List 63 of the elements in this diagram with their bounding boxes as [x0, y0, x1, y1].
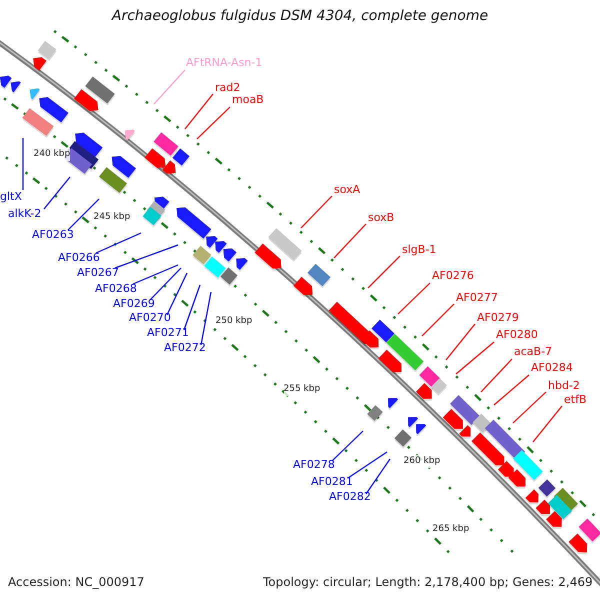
leader-line [44, 176, 70, 210]
gene-label: gltX [0, 190, 22, 203]
gene-label: acaB-7 [514, 345, 552, 358]
leader-line [184, 94, 214, 130]
leader-line [196, 106, 230, 140]
gene-label: AF0281 [311, 475, 353, 488]
leader-line [334, 224, 366, 258]
gene-label: AF0271 [147, 326, 189, 339]
leader-line [332, 430, 364, 462]
gene-label: slgB-1 [402, 243, 436, 256]
scale-label: 255 kbp [284, 383, 320, 396]
leader-line [132, 264, 178, 285]
gene-label: AF0278 [293, 458, 335, 471]
leader-line [114, 244, 178, 269]
leader-line [348, 452, 388, 478]
accession-text: Accession: NC_000917 [8, 576, 144, 589]
gene-label: AF0282 [329, 490, 371, 503]
leader-line [398, 282, 430, 314]
gene-label: AF0267 [77, 266, 119, 279]
scale-label: 245 kbp [94, 211, 130, 224]
leader-line [150, 268, 182, 300]
gene-label: soxA [334, 183, 360, 196]
leader-line [532, 406, 562, 442]
leader-line [96, 232, 142, 254]
gene-label: AF0272 [164, 341, 206, 354]
gene-label: AF0284 [531, 361, 573, 374]
leader-line [512, 392, 546, 424]
gene-label: hbd-2 [548, 379, 580, 392]
leader-line [300, 196, 332, 228]
gene-label: AF0279 [477, 311, 519, 324]
gene-label: etfB [564, 393, 586, 406]
gene-label: AF0268 [95, 282, 137, 295]
leader-line [68, 198, 100, 230]
leader-line [366, 458, 390, 494]
leader-line [494, 374, 530, 406]
leader-line [22, 138, 24, 190]
gene-label: AF0280 [496, 328, 538, 341]
leader-line [422, 304, 454, 336]
gene-label: AFtRNA-Asn-1 [186, 56, 262, 69]
gene-label: alkK-2 [8, 207, 42, 220]
leader-line [166, 272, 188, 316]
gene-label: soxB [368, 211, 394, 224]
gene-label: moaB [232, 93, 264, 106]
gene-label: AF0270 [129, 311, 171, 324]
scale-label: 240 kbp [34, 148, 70, 161]
leader-line [446, 324, 476, 360]
leader-line [154, 70, 186, 104]
leader-line [480, 358, 512, 392]
gene-label: rad2 [215, 81, 240, 94]
leader-line [456, 342, 494, 374]
gene-label: AF0269 [113, 297, 155, 310]
gene-label: AF0263 [32, 228, 74, 241]
gene-label: AF0266 [58, 251, 100, 264]
leader-line [200, 292, 212, 346]
scale-label: 265 kbp [432, 523, 470, 536]
scale-label: 260 kbp [404, 455, 440, 468]
leader-line [183, 284, 201, 330]
gene-label: AF0276 [432, 269, 474, 282]
leader-line [368, 256, 400, 288]
scale-label: 250 kbp [216, 315, 252, 328]
title: Archaeoglobus fulgidus DSM 4304, complete genome [110, 10, 490, 23]
gene-label: AF0277 [456, 291, 498, 304]
genome-info-text: Topology: circular; Length: 2,178,400 bp; Genes: 2,469 [263, 576, 593, 589]
